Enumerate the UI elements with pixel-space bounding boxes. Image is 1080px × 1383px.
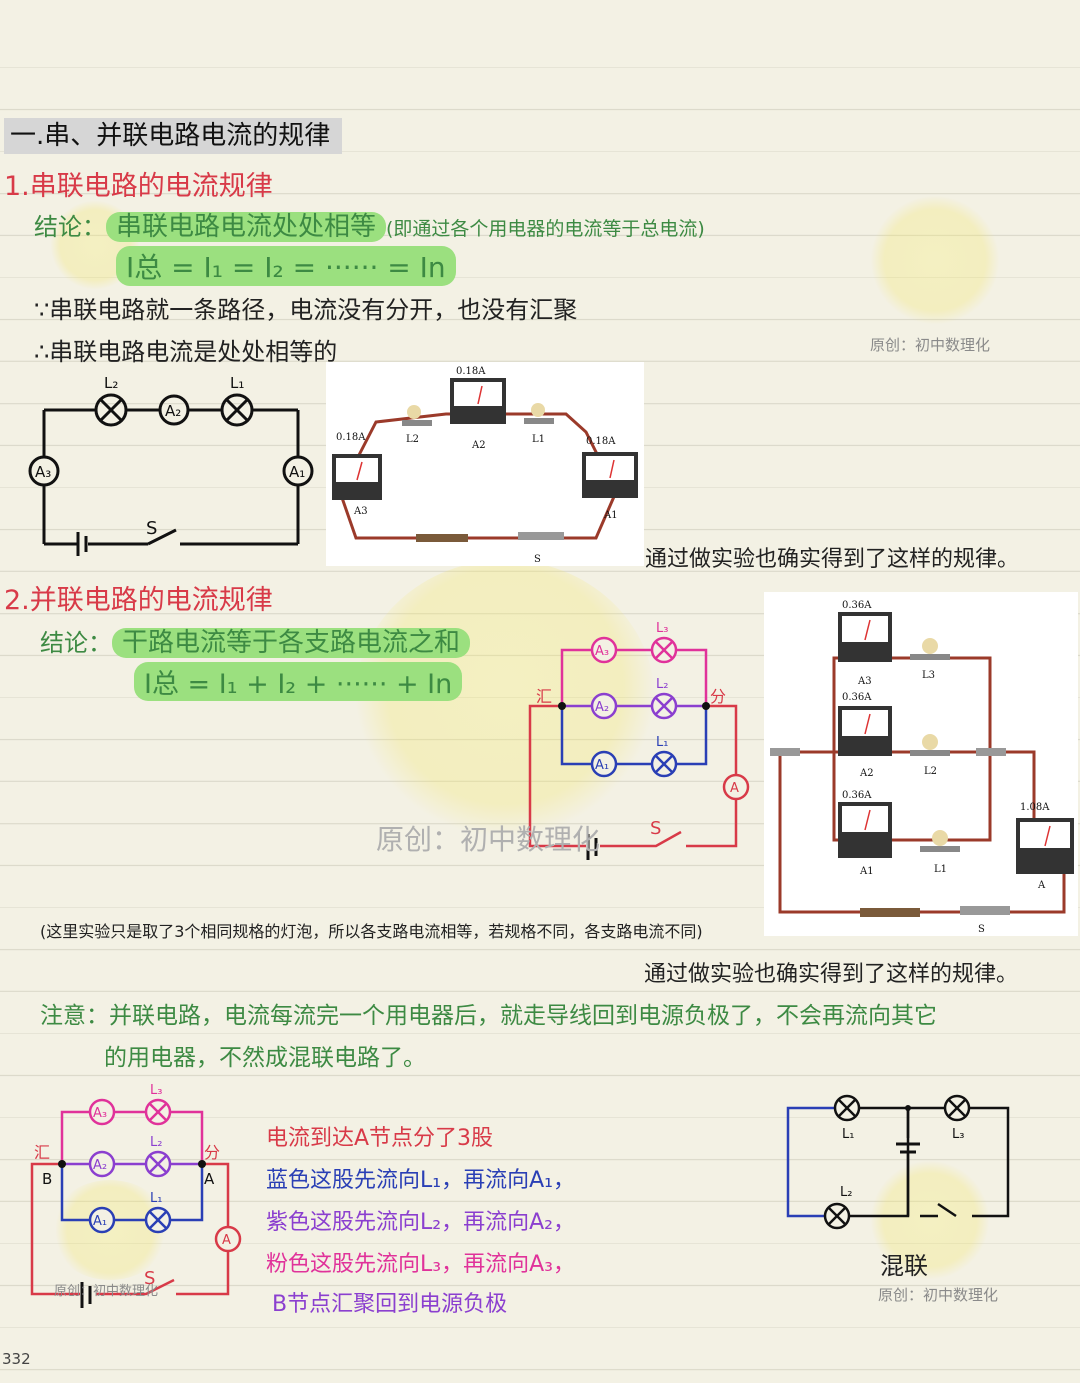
lamp-label: L₁ [842, 1127, 854, 1142]
conclusion-label: 结论： [34, 213, 106, 241]
photo-label: A1 [603, 510, 618, 521]
ammeter-label: A [730, 781, 739, 796]
parallel-note: (这里实验只是取了3个相同规格的灯泡，所以各支路电流相等，若规格不同，各支路电流… [40, 922, 703, 941]
section-title: 一.串、并联电路电流的规律 [4, 118, 343, 154]
series-experiment-note: 通过做实验也确实得到了这样的规律。 [645, 547, 1020, 572]
parallel-circuit-diagram: A₃ A₂ A₁ L₃ L₂ L₁ 汇 分 A S [528, 621, 750, 860]
photo-label: A2 [471, 440, 486, 451]
watermark-text: 原创：初中数理化 [878, 1286, 999, 1304]
ammeter-reading: 0.18A [336, 432, 366, 443]
photo-label: A [1037, 880, 1046, 891]
ammeter-reading: 0.36A [842, 790, 872, 801]
switch-label: S [144, 1268, 155, 1289]
photo-label: S [978, 924, 985, 935]
attention-line-1: 注意：并联电路，电流每流完一个用电器后，就走导线回到电源负极了，不会再流向其它 [40, 1003, 937, 1029]
ammeter-label: A₁ [595, 758, 609, 773]
photo-label: L1 [532, 434, 545, 445]
photo-label: S [534, 554, 541, 565]
parallel-conclusion: 干路电流等于各支路电流之和 [112, 628, 471, 658]
parallel-photo-drawing: 0.36A 0.36A 0.36A 1.08A A3 L3 A2 L2 A1 L… [770, 600, 1074, 935]
parallel-formula: I总 = I₁ + I₂ + ······ + In [134, 662, 463, 701]
node-label: B [42, 1170, 52, 1188]
page-number: 332 [2, 1350, 31, 1368]
lamp-label: L₂ [104, 374, 118, 392]
ammeter-label: A₃ [595, 644, 609, 659]
current-flow-diagram: A₃ A₂ A₁ L₃ L₂ L₁ 汇 B 分 A A S [30, 1083, 242, 1308]
series-conclusion-line: 结论：串联电路电流处处相等(即通过各个用电器的电流等于总电流) [34, 206, 705, 243]
ammeter-label: A₃ [93, 1106, 107, 1121]
ammeter-reading: 0.36A [842, 692, 872, 703]
switch-label: S [650, 818, 661, 839]
ammeter-label: A [222, 1233, 231, 1248]
series-formula: I总 = I₁ = I₂ = ······ = In [116, 246, 456, 286]
lamp-label: L₂ [150, 1135, 162, 1150]
explain-line-3: 紫色这股先流向L₂，再流向A₂， [266, 1210, 575, 1235]
series-heading: 1.串联电路的电流规律 [4, 171, 273, 202]
watermark-text: 原创：初中数理化 [870, 336, 991, 354]
series-experiment-photo: 0.18A 0.18A 0.18A L2 A2 L1 A3 A1 S [326, 362, 644, 566]
lamp-label: L₃ [952, 1127, 964, 1142]
explain-line-5: B节点汇聚回到电源负极 [272, 1292, 508, 1317]
parallel-experiment-note: 通过做实验也确实得到了这样的规律。 [644, 962, 1019, 987]
ammeter-reading: 0.18A [456, 366, 486, 377]
photo-label: L2 [406, 434, 419, 445]
junction-label: 汇 [34, 1143, 50, 1162]
photo-label: L2 [924, 766, 937, 777]
mixed-title: 混联 [880, 1252, 928, 1280]
junction-label: 汇 [536, 687, 552, 706]
switch-label: S [146, 518, 157, 539]
parallel-heading: 2.并联电路的电流规律 [4, 585, 273, 616]
photo-label: A3 [353, 506, 368, 517]
photo-label: A2 [859, 768, 874, 779]
lamp-label: L₂ [656, 677, 668, 692]
ammeter-label: A₂ [93, 1158, 107, 1173]
series-conclusion-note: (即通过各个用电器的电流等于总电流) [386, 218, 705, 240]
lamp-label: L₃ [656, 621, 668, 636]
ammeter-label: A₃ [35, 463, 51, 481]
conclusion-label: 结论： [40, 629, 112, 657]
photo-label: L1 [934, 864, 947, 875]
explain-line-1: 电流到达A节点分了3股 [266, 1126, 494, 1151]
photo-label: L3 [922, 670, 935, 681]
series-conclusion: 串联电路电流处处相等 [106, 212, 387, 242]
photo-label: A3 [857, 676, 872, 687]
explain-line-2: 蓝色这股先流向L₁，再流向A₁， [266, 1168, 575, 1193]
mixed-circuit-diagram: L₁ L₃ L₂ [786, 1094, 1010, 1230]
watermark-emoji [870, 1160, 990, 1280]
explain-line-4: 粉色这股先流向L₃，再流向A₃， [266, 1252, 575, 1277]
ammeter-label: A₂ [595, 700, 609, 715]
parallel-conclusion-line: 结论：干路电流等于各支路电流之和 [40, 622, 471, 659]
parallel-experiment-photo: 0.36A 0.36A 0.36A 1.08A A3 L3 A2 L2 A1 L… [764, 592, 1078, 936]
ammeter-label: A₂ [165, 402, 181, 420]
watermark-text-large: 原创：初中数理化 [376, 823, 601, 856]
watermark-emoji [870, 195, 1000, 325]
series-circuit-diagram: L₂ L₁ A₂ A₃ A₁ S [28, 374, 314, 556]
lamp-label: L₁ [230, 374, 244, 392]
ammeter-label: A₁ [93, 1214, 107, 1229]
series-photo-drawing: 0.18A 0.18A 0.18A L2 A2 L1 A3 A1 S [332, 366, 638, 565]
ammeter-reading: 0.36A [842, 600, 872, 611]
attention-line-2: 的用电器，不然成混联电路了。 [104, 1045, 426, 1071]
lamp-label: L₁ [150, 1191, 162, 1206]
watermark-text: 原创：初中数理化 [54, 1284, 159, 1299]
junction-label: 分 [710, 687, 726, 706]
ammeter-reading: 1.08A [1020, 802, 1050, 813]
lamp-label: L₂ [840, 1185, 852, 1200]
ammeter-reading: 0.18A [586, 436, 616, 447]
junction-label: 分 [204, 1143, 220, 1162]
series-reason: ∵串联电路就一条路径，电流没有分开，也没有汇聚 [34, 296, 578, 324]
lamp-label: L₁ [656, 735, 668, 750]
series-therefore: ∴串联电路电流是处处相等的 [34, 338, 338, 366]
lamp-label: L₃ [150, 1083, 162, 1098]
photo-label: A1 [859, 866, 874, 877]
ammeter-label: A₁ [289, 463, 305, 481]
node-label: A [204, 1170, 215, 1188]
